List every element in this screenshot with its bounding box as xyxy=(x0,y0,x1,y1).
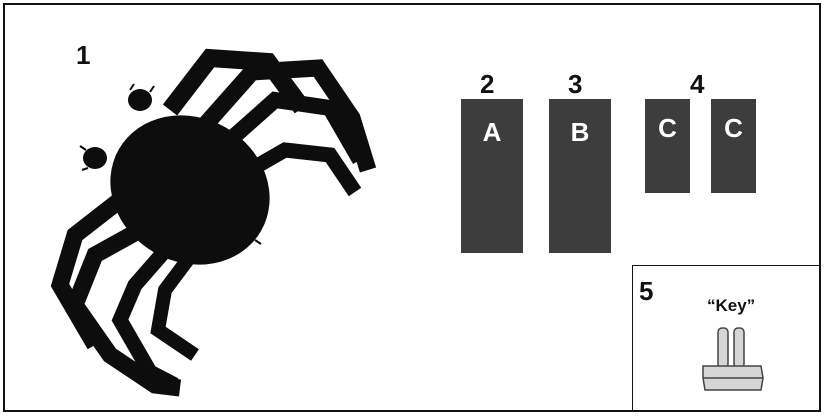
label-number-2: 2 xyxy=(480,71,494,97)
block-b: B xyxy=(549,99,611,253)
block-a-letter: A xyxy=(483,117,502,147)
label-number-1: 1 xyxy=(76,42,90,68)
key-panel: 5 “Key” xyxy=(632,265,821,412)
block-a: A xyxy=(461,99,523,253)
block-c-left: C xyxy=(645,99,690,193)
key-icon xyxy=(633,266,822,413)
block-c-right: C xyxy=(711,99,756,193)
spider-leg xyxy=(158,250,195,355)
spider-head-bump xyxy=(128,89,152,111)
label-number-4: 4 xyxy=(690,71,704,97)
block-c-left-letter: C xyxy=(658,113,677,143)
label-number-3: 3 xyxy=(568,71,582,97)
block-c-right-letter: C xyxy=(724,113,743,143)
block-b-letter: B xyxy=(571,117,590,147)
spider-head-bump xyxy=(83,147,107,169)
